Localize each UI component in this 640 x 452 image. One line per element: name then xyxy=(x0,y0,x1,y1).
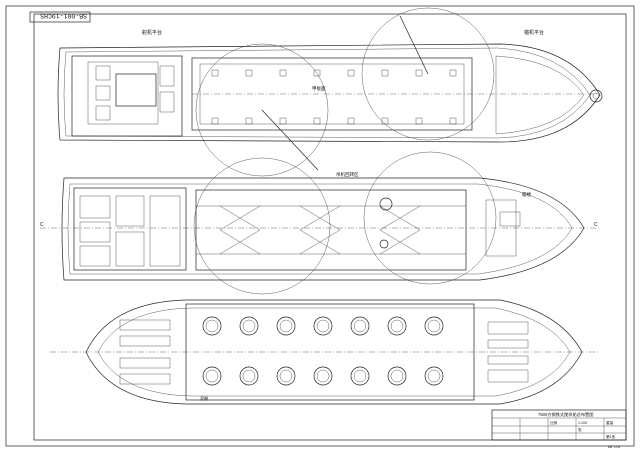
hold-hatch-inner xyxy=(390,319,404,333)
hold-hatch-inner xyxy=(205,319,219,333)
hold-hatch xyxy=(424,366,444,386)
hold-label: 泥舱 xyxy=(200,395,209,402)
hold-hatch xyxy=(202,316,222,336)
hold-hatch xyxy=(387,366,407,386)
corner-code: DB Ltd xyxy=(608,445,620,450)
drawing-number-box: SB-001-19CHS xyxy=(29,11,91,23)
sheet-label: 张 xyxy=(578,427,582,432)
deck-fitting xyxy=(211,117,219,125)
centerline-mark-left: C xyxy=(40,222,44,228)
deck-fitting xyxy=(245,69,253,77)
deck-fitting xyxy=(211,69,219,77)
deck-fitting xyxy=(381,69,389,77)
hold-hatch-inner xyxy=(242,319,256,333)
scale-value: 1:100 xyxy=(578,421,587,425)
deck-fitting xyxy=(279,117,287,125)
hold-hatch xyxy=(276,366,296,386)
weight-label: 重量 xyxy=(606,420,614,425)
mid-fwd-tag: 艏楼 xyxy=(522,191,531,198)
hold-hatch-inner xyxy=(279,369,293,383)
hold-hatch-inner xyxy=(316,319,330,333)
hold-bottom-plan: 泥舱 xyxy=(50,299,600,405)
page-label: 第1张 xyxy=(606,434,616,439)
scale-label: 比例 xyxy=(550,420,558,425)
crane-radius-fwd xyxy=(361,7,495,141)
top-forecastle xyxy=(495,55,585,135)
hold-hatch-inner xyxy=(390,369,404,383)
hold-hatch-inner xyxy=(316,369,330,383)
top-deck-plan: 舵机平台 锚机平台 甲板面 吊机回转区 xyxy=(57,7,603,178)
hold-hatch xyxy=(276,316,296,336)
aft-machinery xyxy=(119,319,171,385)
bottom-hold-box xyxy=(185,303,475,401)
deck-fitting xyxy=(415,117,423,125)
hold-hatch-inner xyxy=(205,369,219,383)
top-aft-tag: 舵机平台 xyxy=(142,29,162,36)
centerline-mark-right: C xyxy=(594,222,598,228)
hold-hatch xyxy=(424,316,444,336)
crane-radius-aft xyxy=(195,43,329,177)
mid-deck-tag: 甲板面 xyxy=(312,85,326,92)
deck-fitting xyxy=(381,117,389,125)
hold-hatch xyxy=(350,316,370,336)
hold-hatch-inner xyxy=(353,369,367,383)
hold-hatch xyxy=(239,366,259,386)
title-block: 7500方钢铁式搅拌船总布置图 比例 1:100 重量 张 第1张 DB Ltd xyxy=(491,409,627,450)
deck-fitting xyxy=(415,69,423,77)
hold-hatch xyxy=(202,366,222,386)
deck-fitting xyxy=(347,69,355,77)
hold-hatch xyxy=(313,316,333,336)
hold-hatch xyxy=(313,366,333,386)
top-fwd-tag: 锚机平台 xyxy=(524,29,544,36)
hold-hatch-inner xyxy=(242,369,256,383)
top-aft-superstructure xyxy=(71,55,183,137)
mid-hull-outline xyxy=(61,177,585,281)
hold-hatch xyxy=(350,366,370,386)
deck-fitting xyxy=(279,69,287,77)
hold-hatch xyxy=(239,316,259,336)
hold-hatch-inner xyxy=(427,369,441,383)
deck-fitting xyxy=(313,69,321,77)
top-hull-outline xyxy=(57,43,601,143)
hold-hatch xyxy=(387,316,407,336)
fwd-machinery xyxy=(487,321,529,383)
hold-hatch-inner xyxy=(353,319,367,333)
inner-border xyxy=(33,13,627,441)
mid-aft-accommodation xyxy=(73,187,187,271)
drawing-title: 7500方钢铁式搅拌船总布置图 xyxy=(538,411,593,418)
deck-fitting xyxy=(347,117,355,125)
deck-fitting xyxy=(245,117,253,125)
crane-pedestal xyxy=(379,197,393,211)
mid-hold-frame xyxy=(195,189,467,271)
crane-tag: 吊机回转区 xyxy=(336,171,359,178)
hold-hatch-inner xyxy=(427,319,441,333)
deck-fitting xyxy=(449,117,457,125)
outer-border xyxy=(5,5,635,447)
main-deck-plan: 艏楼 C C xyxy=(40,151,600,295)
deck-fitting xyxy=(449,69,457,77)
deck-fitting xyxy=(313,117,321,125)
hold-hatch-inner xyxy=(279,319,293,333)
drawing-number: SB-001-19CHS xyxy=(40,12,87,19)
